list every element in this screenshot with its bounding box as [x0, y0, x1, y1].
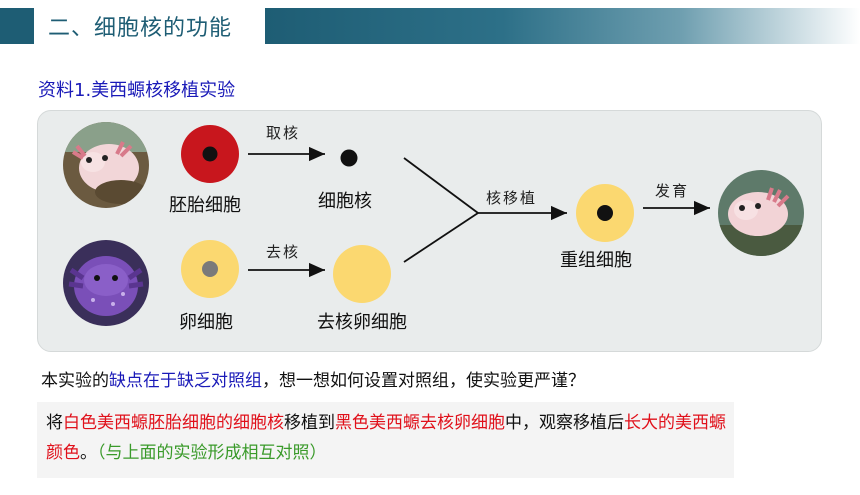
answer-text: 将白色美西螈胚胎细胞的细胞核移植到黑色美西螈去核卵细胞中，观察移植后长大的美西螈…	[46, 408, 736, 468]
page-title: 二、细胞核的功能	[48, 16, 233, 41]
answer-p3: 移植到	[284, 413, 335, 433]
question-part1: 本实验的	[41, 371, 109, 391]
nuclear-transfer-label: 核移植	[486, 189, 538, 207]
merge-line-bottom	[403, 212, 479, 263]
title-background	[38, 8, 260, 44]
diagram-panel	[37, 110, 822, 352]
recombined-nucleus	[597, 205, 613, 221]
answer-p6: 长大的美西螈颜色	[46, 413, 726, 463]
answer-p1: 将	[46, 413, 63, 433]
question-part3: ，想一想如何设置对照组，使实验更严谨？	[262, 371, 585, 391]
egg-nucleus	[202, 261, 218, 277]
develop-label: 发育	[655, 182, 690, 200]
merge-line-top	[403, 157, 479, 214]
recombined-cell-label: 重组细胞	[560, 250, 632, 271]
black-axolotl-photo	[63, 240, 149, 326]
answer-p8: （与上面的实验形成相互对照）	[97, 443, 327, 463]
answer-box	[37, 402, 734, 478]
isolated-nucleus	[340, 149, 358, 167]
enucleated-egg-cell	[333, 245, 391, 303]
nucleus-label: 细胞核	[318, 191, 372, 212]
enucleated-egg-label: 去核卵细胞	[317, 312, 407, 333]
answer-p7: 。	[80, 443, 97, 463]
take-nucleus-label: 取核	[266, 124, 301, 142]
answer-p2: 白色美西螈胚胎细胞的细胞核	[63, 413, 284, 433]
egg-cell-label: 卵细胞	[179, 312, 233, 333]
section-subtitle: 资料1.美西螈核移植实验	[38, 80, 236, 101]
answer-p4: 黑色美西螈去核卵细胞	[335, 413, 505, 433]
title-gradient-bar	[265, 8, 860, 44]
question-highlight: 缺点在于缺乏对照组	[109, 371, 262, 391]
embryo-cell-label: 胚胎细胞	[169, 195, 241, 216]
remove-nucleus-label: 去核	[266, 243, 301, 261]
question-text: 本实验的缺点在于缺乏对照组，想一想如何设置对照组，使实验更严谨？	[41, 366, 585, 391]
title-accent-bar	[0, 8, 34, 44]
embryo-nucleus	[202, 146, 218, 162]
answer-p5: 中，观察移植后	[505, 413, 624, 433]
